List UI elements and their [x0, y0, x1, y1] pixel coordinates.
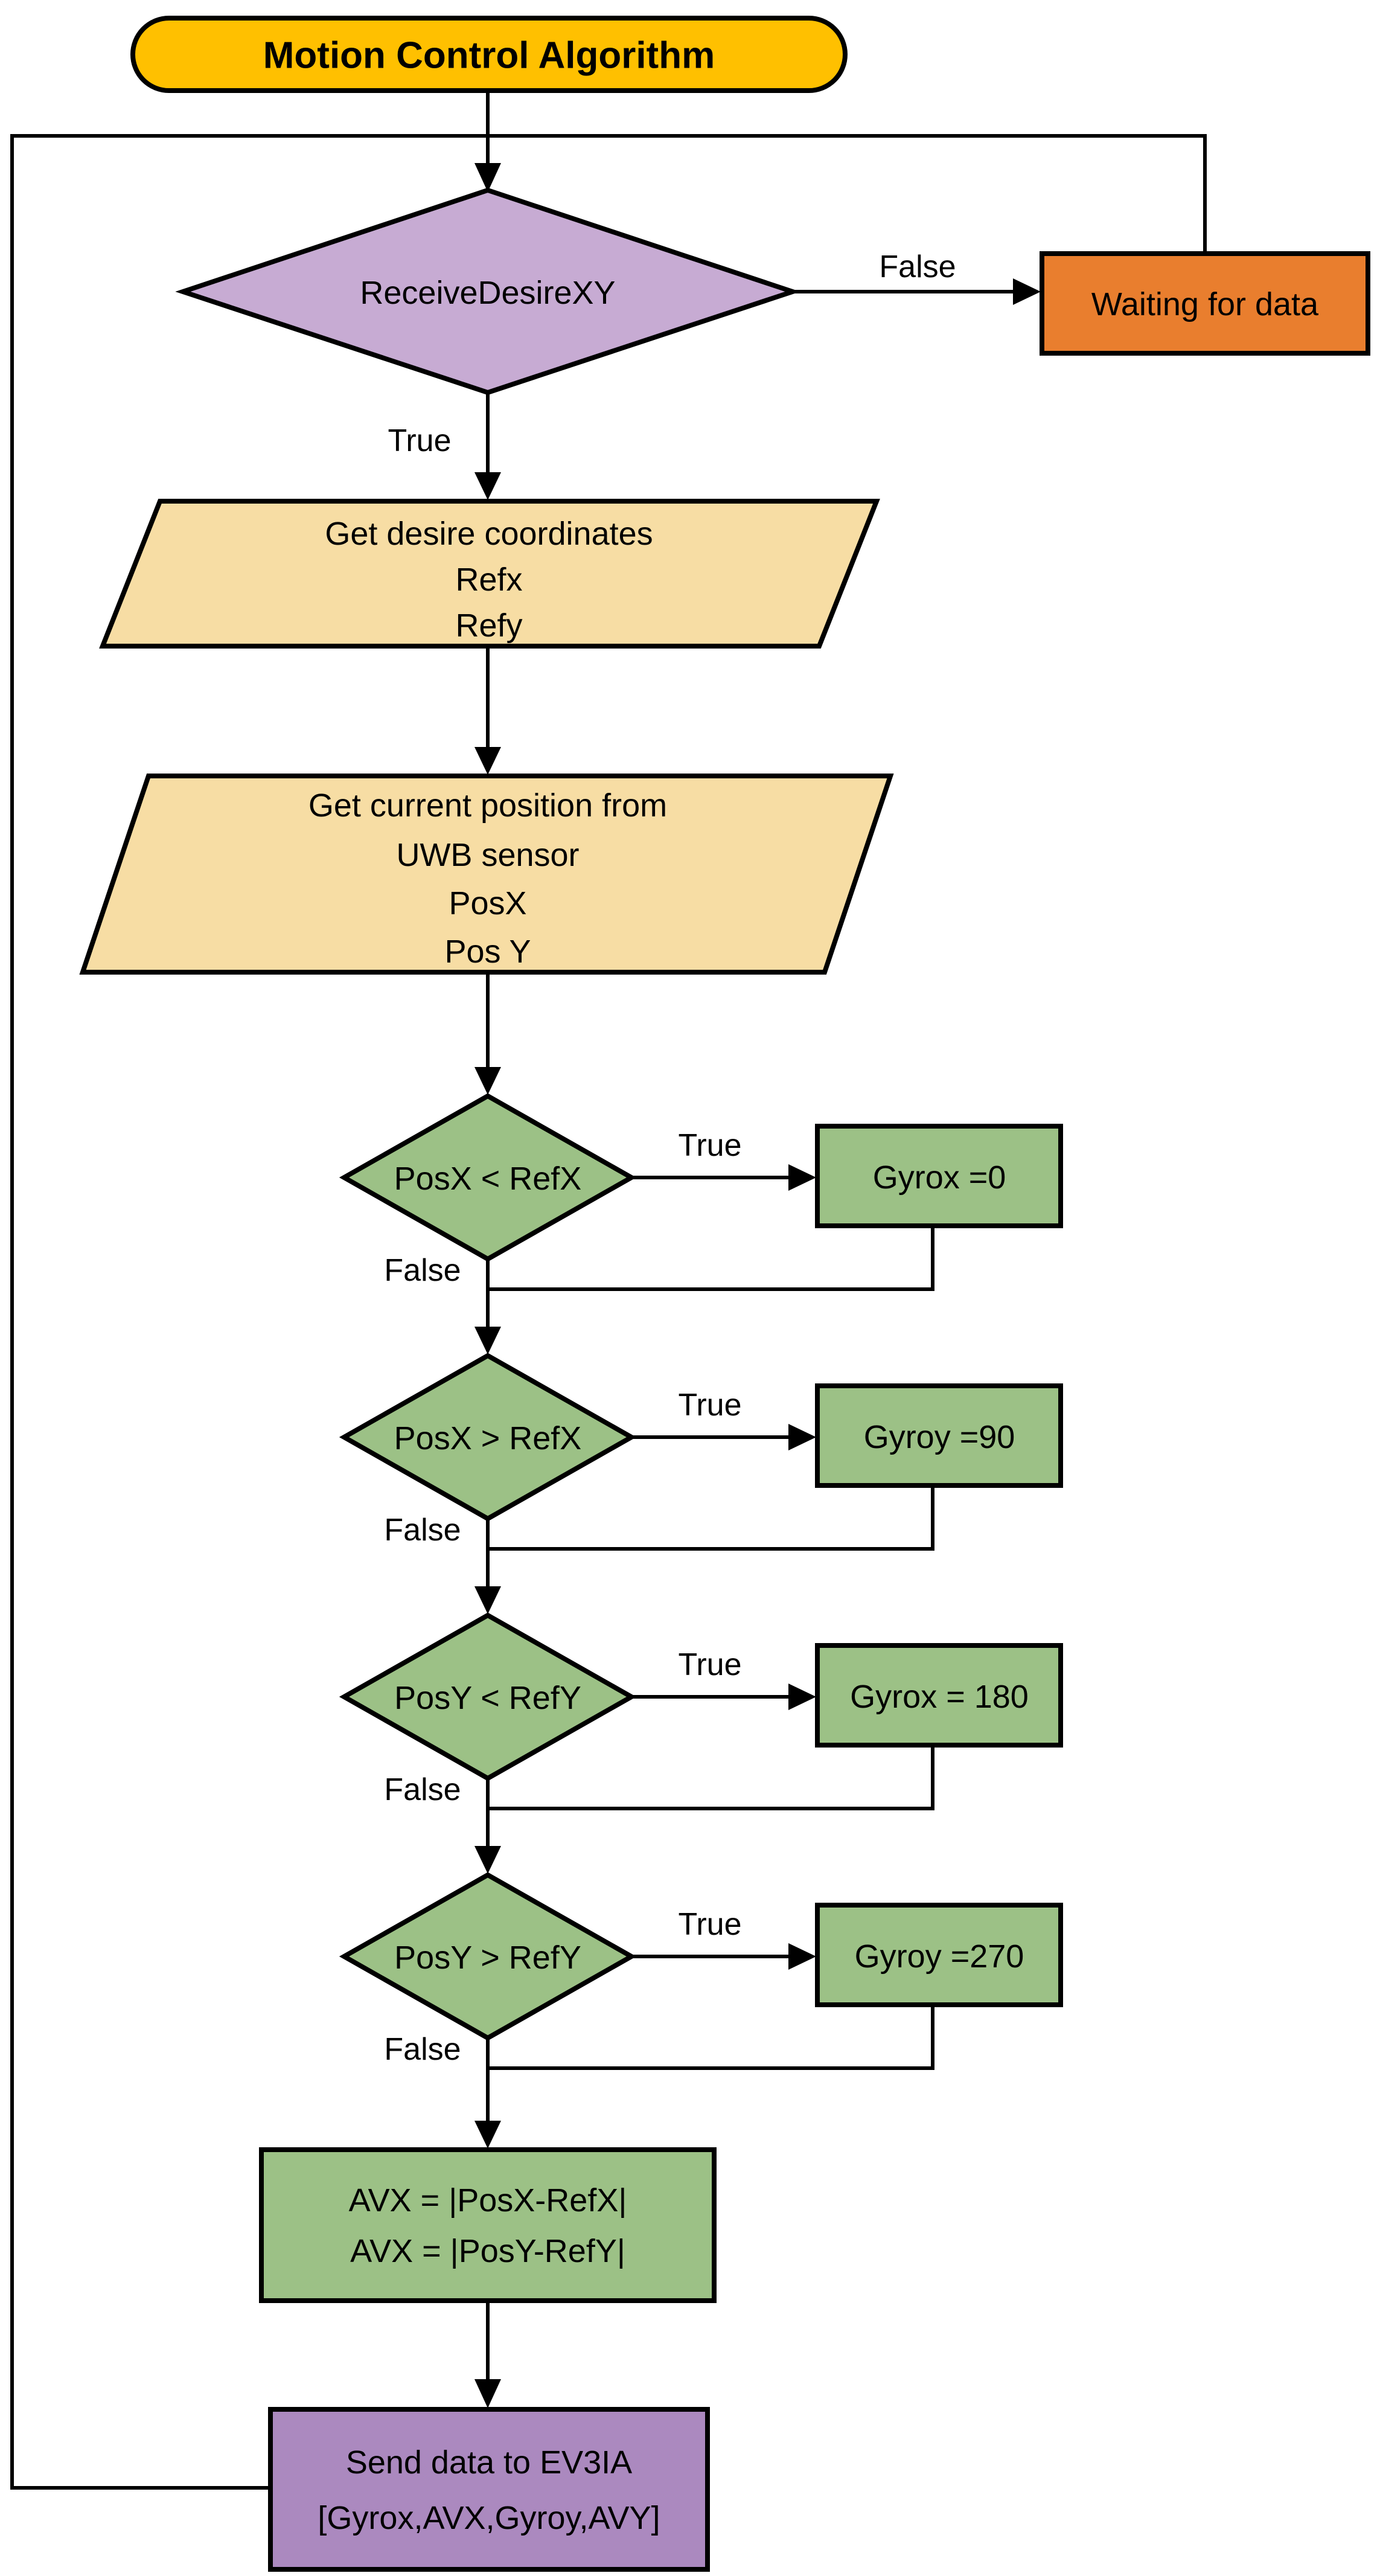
decision1-false-label: False	[384, 1253, 461, 1288]
decision1-label: PosX < RefX	[394, 1161, 582, 1197]
decision2-false-label: False	[384, 1513, 461, 1548]
action4-gyroy270: Gyroy =270	[815, 1903, 1063, 2007]
action2-shape	[815, 1383, 1063, 1488]
arrowhead-into-decision3	[474, 1586, 501, 1614]
action3-gyrox180: Gyrox = 180	[815, 1643, 1063, 1748]
decision2-posx-gt-refx: PosX > RefX	[339, 1353, 637, 1522]
action3-shape	[815, 1643, 1063, 1748]
connector-action2-return	[488, 1485, 934, 1551]
action3-label: Gyrox = 180	[850, 1679, 1029, 1715]
decision4-true-label: True	[679, 1907, 742, 1942]
get-position-io-shape	[79, 774, 894, 975]
start-terminator: Motion Control Algorithm	[130, 16, 848, 93]
receive-false-label: False	[879, 249, 956, 284]
decision4-label: PosY > RefY	[394, 1940, 581, 1976]
decision3-false-label: False	[384, 1772, 461, 1807]
decision1-true-label: True	[679, 1128, 742, 1163]
get-position-line4: Pos Y	[444, 934, 531, 970]
compute-line2: AVX = |PosY-RefY|	[350, 2233, 625, 2269]
send-data-box: Send data to EV3IA [Gyrox,AVX,Gyroy,AVY]	[268, 2407, 710, 2572]
decision3-shape	[339, 1612, 637, 1781]
get-position-line1: Get current position from	[308, 787, 667, 824]
start-terminator-label: Motion Control Algorithm	[263, 35, 715, 77]
action1-gyrox0: Gyrox =0	[815, 1124, 1063, 1228]
waiting-process: Waiting for data	[1040, 251, 1370, 356]
decision3-true-label: True	[679, 1647, 742, 1682]
compute-avx-box: AVX = |PosX-RefX| AVX = |PosY-RefY|	[259, 2147, 717, 2303]
arrowhead-into-action4	[788, 1943, 816, 1970]
decision2-shape	[339, 1353, 637, 1522]
get-desire-line2: Refx	[455, 562, 522, 598]
arrowhead-into-action2	[788, 1424, 816, 1450]
receive-decision-shape	[175, 187, 800, 396]
arrowhead-into-action1	[788, 1164, 816, 1191]
compute-line1: AVX = |PosX-RefX|	[349, 2182, 627, 2219]
action4-label: Gyroy =270	[855, 1938, 1024, 1975]
get-position-line3: PosX	[449, 885, 526, 921]
decision3-label: PosY < RefY	[394, 1680, 581, 1716]
action2-label: Gyroy =90	[864, 1419, 1015, 1455]
arrowhead-into-decision1	[474, 1067, 501, 1095]
decision3-posy-lt-refy: PosY < RefY	[339, 1612, 637, 1781]
action1-shape	[815, 1124, 1063, 1228]
get-desire-line3: Refy	[455, 607, 522, 644]
get-desire-line1: Get desire coordinates	[325, 516, 653, 552]
decision2-label: PosX > RefX	[394, 1420, 582, 1456]
receive-decision-label: ReceiveDesireXY	[360, 275, 615, 311]
get-position-io: Get current position from UWB sensor Pos…	[79, 774, 894, 975]
arrowhead-into-send	[474, 2379, 501, 2408]
arrowhead-into-decision2	[474, 1327, 501, 1354]
action4-shape	[815, 1903, 1063, 2007]
connector-action3-return	[488, 1745, 934, 1810]
arrowhead-into-decision4	[474, 1846, 501, 1874]
decision4-false-label: False	[384, 2032, 461, 2067]
compute-avx-shape	[259, 2147, 717, 2303]
waiting-process-shape	[1040, 251, 1370, 356]
send-data-shape	[268, 2407, 710, 2572]
decision2-true-label: True	[679, 1388, 742, 1423]
decision4-shape	[339, 1872, 637, 2041]
decision4-posy-gt-refy: PosY > RefY	[339, 1872, 637, 2041]
connector-action1-return	[488, 1226, 934, 1291]
arrowhead-into-action3	[788, 1684, 816, 1710]
send-line2: [Gyrox,AVX,Gyroy,AVY]	[318, 2500, 660, 2536]
action1-label: Gyrox =0	[873, 1159, 1006, 1196]
connector-action4-return	[488, 2005, 934, 2070]
decision1-posx-lt-refx: PosX < RefX	[339, 1093, 637, 1262]
connector-feedback-loop	[10, 134, 1207, 2490]
arrowhead-into-get-desire	[474, 472, 501, 500]
send-line1: Send data to EV3IA	[346, 2444, 632, 2481]
decision1-shape	[339, 1093, 637, 1262]
arrowhead-into-compute	[474, 2121, 501, 2148]
arrowhead-into-waiting	[1013, 278, 1041, 305]
get-position-line2: UWB sensor	[396, 837, 579, 873]
receive-decision: ReceiveDesireXY	[175, 187, 800, 396]
start-terminator-shape	[130, 16, 848, 93]
arrowhead-into-receive	[474, 163, 501, 192]
receive-true-label: True	[388, 423, 452, 458]
arrowhead-into-get-position	[474, 747, 501, 775]
get-desire-io: Get desire coordinates Refx Refy	[99, 499, 880, 649]
get-desire-io-shape	[99, 499, 880, 649]
waiting-process-label: Waiting for data	[1091, 286, 1319, 322]
action2-gyroy90: Gyroy =90	[815, 1383, 1063, 1488]
